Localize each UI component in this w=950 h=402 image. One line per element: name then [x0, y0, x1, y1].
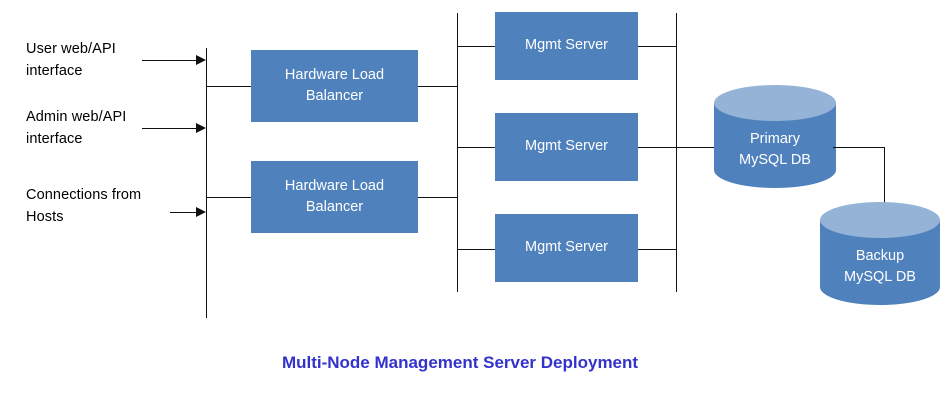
connector-left-bus-to-mgmt-1	[457, 46, 496, 47]
arrow-connections-hosts-line	[170, 212, 200, 213]
connector-bus-to-lb-2	[206, 197, 252, 198]
hardware-load-balancer-1[interactable]: Hardware Load Balancer	[251, 50, 418, 122]
backup-db-cylinder-top	[820, 202, 940, 238]
connector-left-bus-to-mgmt-2	[457, 147, 496, 148]
diagram-caption: Multi-Node Management Server Deployment	[281, 353, 639, 372]
mgmt-cluster-right-bus	[676, 13, 677, 292]
input-label-user-web-api: User web/API interface	[26, 41, 116, 80]
connector-primary-to-backup-horizontal	[833, 147, 885, 148]
mgmt-server-1[interactable]: Mgmt Server	[495, 12, 638, 80]
connector-mgmt-3-to-right-bus	[638, 249, 677, 250]
arrow-user-web-api-head	[196, 55, 206, 65]
primary-db-cylinder-top	[714, 85, 836, 121]
connector-left-bus-to-mgmt-3	[457, 249, 496, 250]
primary-mysql-db[interactable]: Primary MySQL DB	[714, 85, 836, 188]
access-bus-vertical-line	[206, 48, 207, 318]
connector-right-bus-to-primary-db	[676, 147, 722, 148]
connector-lb2-to-mgmt-bus	[418, 197, 458, 198]
backup-db-label: Backup MySQL DB	[844, 248, 916, 286]
mgmt-server-2[interactable]: Mgmt Server	[495, 113, 638, 181]
connector-primary-to-backup-vertical	[884, 147, 885, 212]
mgmt-cluster-left-bus	[457, 13, 458, 292]
hardware-load-balancer-2[interactable]: Hardware Load Balancer	[251, 161, 418, 233]
input-label-admin-web-api: Admin web/API interface	[26, 109, 127, 148]
primary-db-label: Primary MySQL DB	[739, 131, 811, 169]
connector-mgmt-1-to-right-bus	[638, 46, 677, 47]
connector-mgmt-2-to-right-bus	[638, 147, 677, 148]
arrow-user-web-api-line	[142, 60, 200, 61]
arrow-admin-web-api-head	[196, 123, 206, 133]
arrow-connections-hosts-head	[196, 207, 206, 217]
input-label-connections-from-hosts: Connections from Hosts	[26, 187, 142, 226]
backup-mysql-db[interactable]: Backup MySQL DB	[820, 202, 940, 305]
arrow-admin-web-api-line	[142, 128, 200, 129]
connector-bus-to-lb-1	[206, 86, 252, 87]
connector-lb1-to-mgmt-bus	[418, 86, 458, 87]
mgmt-server-3[interactable]: Mgmt Server	[495, 214, 638, 282]
